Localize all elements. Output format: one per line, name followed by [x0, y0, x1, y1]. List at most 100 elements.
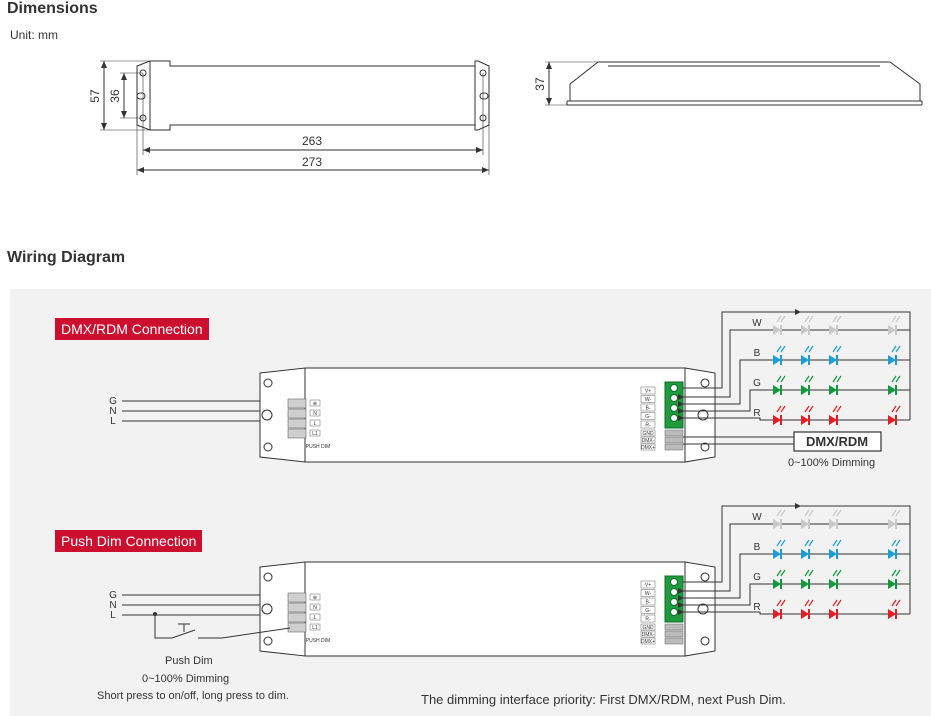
- push-channel-label-r: R: [753, 602, 760, 613]
- push-mains-label: N: [109, 600, 116, 611]
- dmx-output-terminal-label: R-: [645, 423, 651, 429]
- dmx-rdm-label: DMX/RDM: [806, 434, 868, 449]
- priority-note: The dimming interface priority: First DM…: [421, 692, 786, 707]
- dim-length-inner: 263: [302, 134, 322, 148]
- dmx-output-terminal-label: V+: [645, 389, 651, 395]
- dmx-channel-wire: [678, 359, 765, 407]
- push-mount-hole: [263, 572, 273, 582]
- push-led-r: [801, 609, 809, 619]
- push-led-r: [773, 609, 781, 619]
- push-led-g: [801, 579, 809, 589]
- wiring-heading: Wiring Diagram: [7, 249, 126, 266]
- dmx-led-r: [888, 415, 896, 425]
- push-dmx-terminal-label: GND: [642, 625, 654, 631]
- dmx-push-dim-label: PUSH DIM: [306, 444, 330, 450]
- dmx-led-g: [773, 385, 781, 395]
- dmx-channel-label-g: G: [753, 378, 761, 389]
- dmx-dmx-terminal: [664, 429, 684, 437]
- push-dim-wire: [198, 627, 291, 639]
- dmx-ellipsis: - - -: [854, 355, 870, 366]
- dmx-led-b: [888, 355, 896, 365]
- push-input-terminal-label: L1: [312, 625, 318, 631]
- dmx-input-terminal: [287, 418, 307, 429]
- push-mains-label: L: [110, 610, 116, 621]
- dmx-input-terminal: [287, 408, 307, 419]
- dmx-led-r: [801, 415, 809, 425]
- push-dmx-terminal-label: DMX+: [641, 639, 655, 645]
- push-input-terminal: [287, 592, 307, 603]
- push-channel-label-w: W: [752, 512, 762, 523]
- push-input-terminal-label: N: [313, 605, 317, 611]
- dmx-dmx-terminal-label: GND: [642, 431, 654, 437]
- push-switch-lever: [171, 629, 196, 639]
- push-dmx-terminal: [664, 623, 684, 631]
- push-dim-switch: [153, 612, 291, 639]
- push-led-w: [801, 519, 809, 529]
- push-ellipsis: - - -: [854, 609, 870, 620]
- push-led-w: [773, 519, 781, 529]
- side-view-outline: [569, 61, 921, 101]
- push-output-terminal-label: W-: [645, 591, 652, 597]
- dmx-mains-label: N: [109, 406, 116, 417]
- push-led-b: [801, 549, 809, 559]
- push-output-terminal-label: B-: [646, 600, 651, 606]
- dmx-led-b: [773, 355, 781, 365]
- push-output-terminal-label: V+: [645, 583, 651, 589]
- push-input-terminal-label: ⊕: [313, 595, 317, 601]
- push-mount-hole: [263, 636, 273, 646]
- dmx-ellipsis: - - -: [854, 325, 870, 336]
- dmx-dmx-terminal: [664, 443, 684, 451]
- dmx-led-w: [888, 325, 896, 335]
- push-led-b: [829, 549, 837, 559]
- dmx-led-r: [773, 415, 781, 425]
- dmx-rdm-box: [793, 431, 882, 452]
- dmx-driver-body: [304, 367, 686, 463]
- dim-height-outer: 57: [88, 89, 102, 103]
- dmx-dmx-terminal-label: DMX+: [641, 445, 655, 451]
- dmx-dimming-caption: 0~100% Dimming: [788, 457, 876, 469]
- dmx-led-w: [801, 325, 809, 335]
- push-driver-body: [304, 561, 686, 657]
- dmx-output-terminal-label: G-: [645, 414, 651, 420]
- dmx-vplus-wire: [683, 311, 911, 420]
- push-output-terminal-label: G-: [645, 608, 651, 614]
- dmx-channel-label-w: W: [752, 318, 762, 329]
- push-led-r: [829, 609, 837, 619]
- dmx-connection-badge: DMX/RDM Connection: [55, 318, 209, 340]
- dmx-mount-hole: [700, 378, 710, 388]
- dmx-dmx-terminal: [664, 436, 684, 444]
- dmx-led-b: [801, 355, 809, 365]
- push-ellipsis: - - -: [854, 549, 870, 560]
- dmx-channel-wire: [678, 329, 765, 400]
- dmx-led-g: [888, 385, 896, 395]
- push-dim-caption: Push Dim: [165, 655, 213, 667]
- dmx-mains-label: G: [109, 396, 117, 407]
- push-mount-hole: [700, 572, 710, 582]
- push-channel-label-b: B: [754, 542, 761, 553]
- push-led-b: [773, 549, 781, 559]
- push-output-terminal-label: R-: [645, 617, 651, 623]
- dmx-mount-hole: [263, 442, 273, 452]
- dmx-led-r: [829, 415, 837, 425]
- dmx-channel-label-r: R: [753, 408, 760, 419]
- dmx-input-terminal: [287, 428, 307, 439]
- push-led-w: [888, 519, 896, 529]
- unit-label: Unit: mm: [10, 28, 58, 42]
- push-channel-wire: [678, 523, 765, 594]
- dmx-ellipsis: - - -: [854, 385, 870, 396]
- push-channel-wire: [678, 609, 765, 615]
- dimensions-heading: Dimensions: [7, 0, 98, 17]
- push-dmx-terminal: [664, 630, 684, 638]
- push-input-terminal: [287, 622, 307, 633]
- push-ellipsis: - - -: [854, 579, 870, 590]
- push-led-r: [888, 609, 896, 619]
- dmx-led-w: [773, 325, 781, 335]
- push-led-b: [888, 549, 896, 559]
- dmx-channel-wire: [678, 415, 765, 421]
- dmx-led-g: [801, 385, 809, 395]
- push-dim-connection-badge: Push Dim Connection: [55, 530, 203, 552]
- push-ellipsis: - - -: [854, 519, 870, 530]
- push-dmx-terminal-label: DMX-: [642, 632, 655, 638]
